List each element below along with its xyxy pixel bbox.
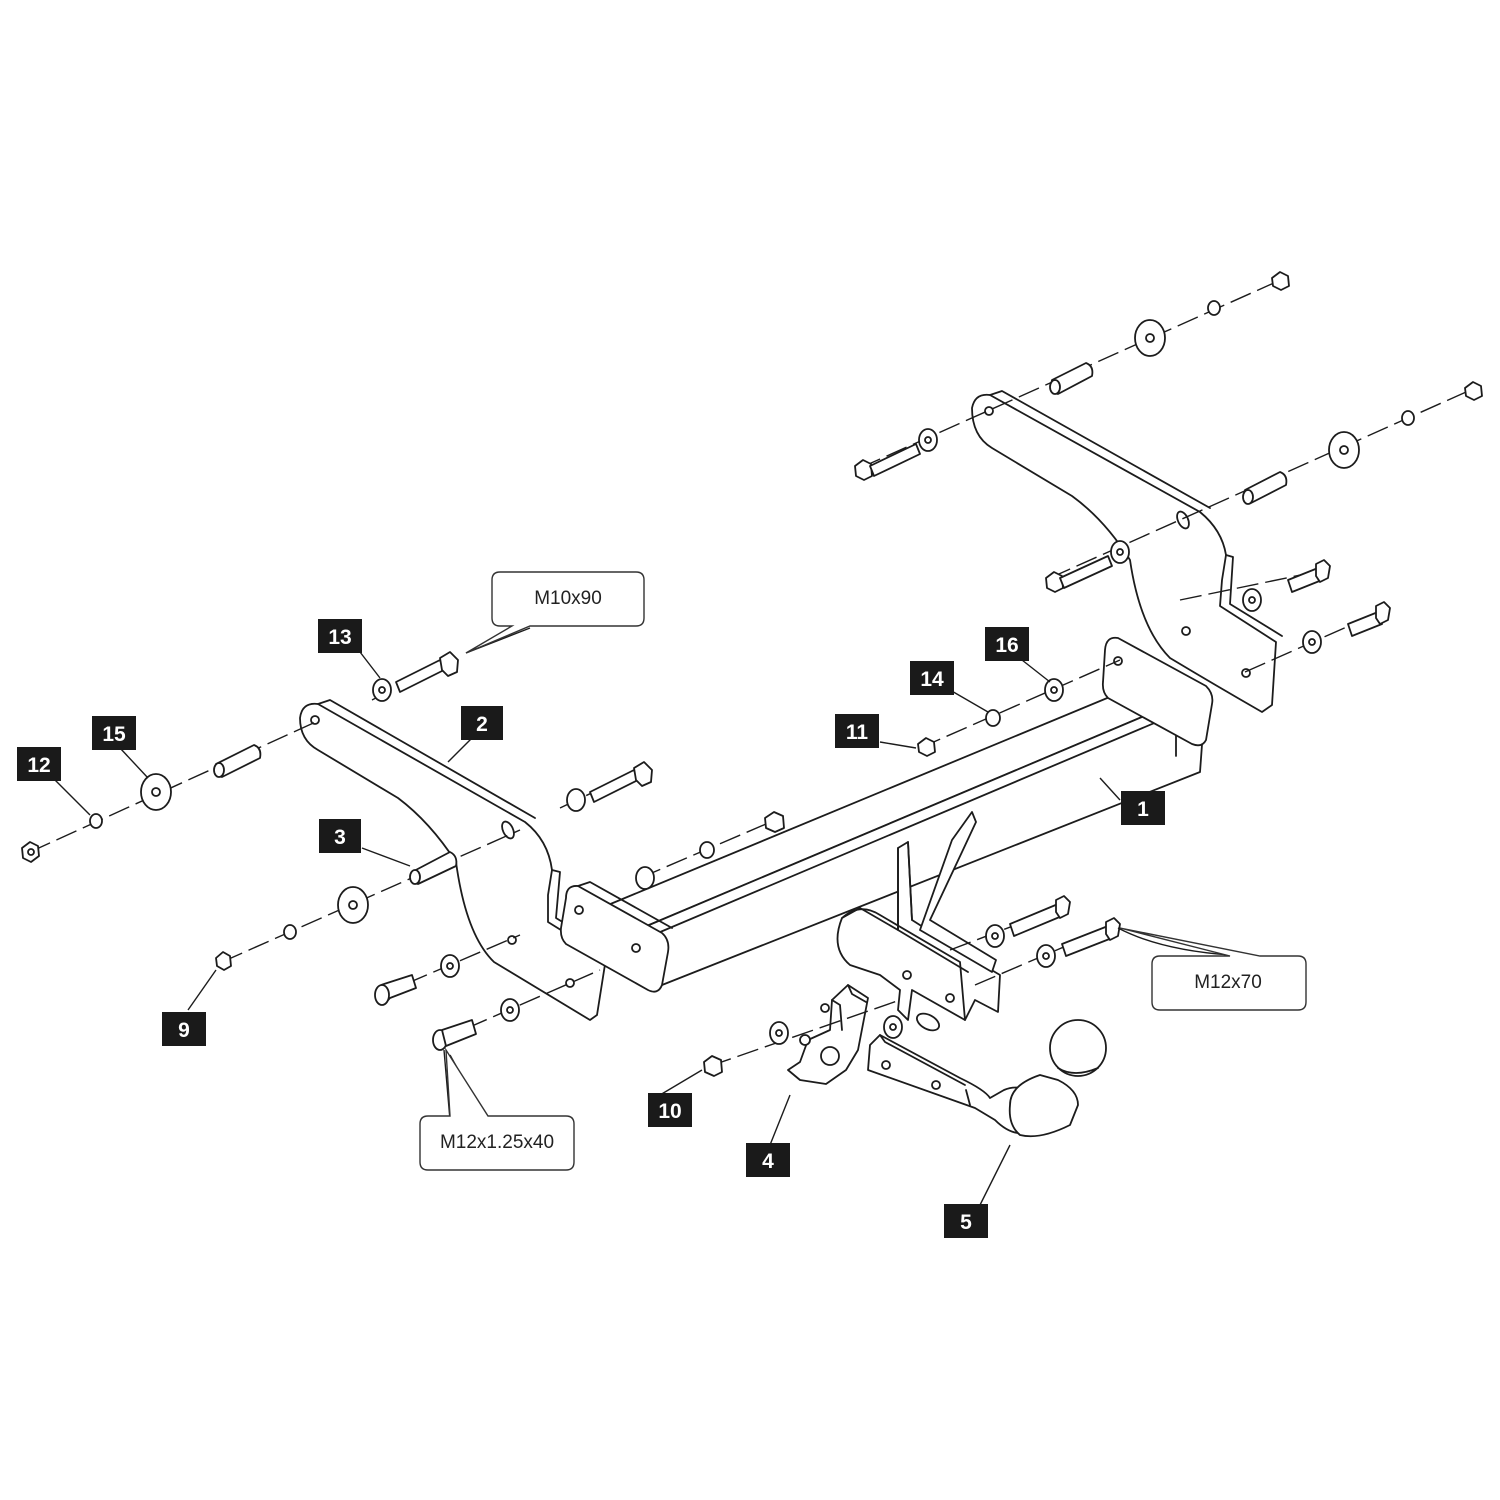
bolt-m10x90 <box>395 659 445 693</box>
part-label-9: 9 <box>162 1012 206 1046</box>
part-label-10: 10 <box>648 1093 692 1127</box>
left-bracket <box>299 699 613 1021</box>
part-labels: 1 2 3 4 5 9 10 11 <box>17 619 1165 1238</box>
svg-text:10: 10 <box>658 1100 681 1123</box>
spring-washer-12 <box>89 813 103 829</box>
part-label-2: 2 <box>461 706 503 740</box>
right-bracket <box>971 390 1283 713</box>
towball <box>867 1019 1107 1138</box>
svg-text:15: 15 <box>102 723 126 746</box>
part-label-16: 16 <box>985 627 1029 661</box>
svg-text:4: 4 <box>762 1150 774 1173</box>
callout-m12x125x40: M12x1.25x40 <box>419 1047 575 1171</box>
part-label-11: 11 <box>835 714 879 748</box>
nut-11 <box>917 737 936 757</box>
part-label-12: 12 <box>17 747 61 781</box>
svg-text:14: 14 <box>920 668 944 691</box>
cross-beam <box>559 636 1214 993</box>
svg-text:12: 12 <box>27 754 50 777</box>
part-label-13: 13 <box>318 619 362 653</box>
svg-text:13: 13 <box>328 626 351 649</box>
svg-text:9: 9 <box>178 1019 190 1042</box>
socket-plate <box>787 984 869 1085</box>
bolt-m12x70 <box>1061 925 1113 957</box>
callout-m10x90: M10x90 <box>465 571 645 654</box>
svg-text:3: 3 <box>334 826 346 849</box>
svg-text:2: 2 <box>476 713 488 736</box>
spring-washer-14 <box>985 709 1001 727</box>
nut-10 <box>703 1055 723 1077</box>
part-label-3: 3 <box>319 819 361 853</box>
part-label-4: 4 <box>746 1143 790 1177</box>
part-label-5: 5 <box>944 1204 988 1238</box>
left-fasteners <box>21 651 785 1051</box>
callout-text-m12x125x40: M12x1.25x40 <box>440 1132 554 1153</box>
svg-text:16: 16 <box>995 634 1018 657</box>
callout-m12x70: M12x70 <box>1119 927 1307 1011</box>
callout-text-m12x70: M12x70 <box>1194 972 1262 993</box>
part-label-15: 15 <box>92 716 136 750</box>
right-fasteners <box>703 271 1483 1077</box>
svg-text:11: 11 <box>846 721 869 744</box>
part-label-14: 14 <box>910 661 954 695</box>
svg-text:5: 5 <box>960 1211 972 1234</box>
part-label-1: 1 <box>1121 791 1165 825</box>
callout-text-m10x90: M10x90 <box>534 588 602 609</box>
svg-text:1: 1 <box>1137 798 1149 821</box>
nut-9 <box>215 951 232 971</box>
hitch-mount <box>836 811 1001 1032</box>
